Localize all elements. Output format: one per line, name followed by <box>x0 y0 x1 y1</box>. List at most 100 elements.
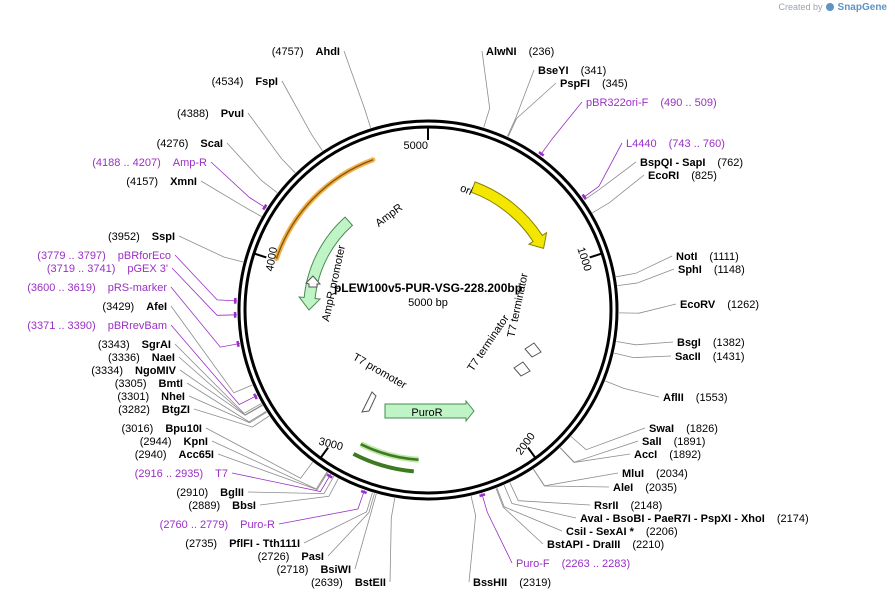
fspi-label[interactable]: FspI <box>255 76 278 88</box>
swai-position: (1826) <box>686 423 718 435</box>
ecori-label[interactable]: EcoRI <box>648 170 679 182</box>
site-leader-line <box>503 485 577 519</box>
mlui-label[interactable]: MluI <box>622 468 644 480</box>
site-leader-line <box>278 490 365 525</box>
naei-label[interactable]: NaeI <box>152 352 175 364</box>
acci-label[interactable]: AccI <box>634 449 657 461</box>
avai-bsobi-paer7i-pspxi-xhoi-label[interactable]: AvaI - BsoBI - PaeR7I - PspXI - XhoI <box>580 513 765 525</box>
prs-marker-label[interactable]: pRS-marker <box>108 282 168 294</box>
primer-binding-mark <box>262 203 268 211</box>
sphi-label[interactable]: SphI <box>678 264 702 276</box>
nhei-label[interactable]: NheI <box>161 391 185 403</box>
site-leader-line <box>170 286 241 348</box>
bsiwi-label[interactable]: BsiWI <box>320 564 351 576</box>
bmti-label[interactable]: BmtI <box>159 378 183 390</box>
afei-label[interactable]: AfeI <box>146 301 167 313</box>
bsgi-label[interactable]: BsgI <box>677 337 701 349</box>
ahdi-position: (4757) <box>272 46 304 58</box>
puro-r-label[interactable]: Puro-R <box>240 519 275 531</box>
sgrai-position: (3343) <box>98 339 130 351</box>
plasmid-name: pLEW100v5-PUR-VSG-228.200bp <box>334 281 522 295</box>
puror-outer-arc <box>352 452 414 474</box>
xmni-label[interactable]: XmnI <box>170 176 197 188</box>
pbrrevbam-position: (3371 .. 3390) <box>27 320 96 332</box>
site-leader-line <box>570 427 646 451</box>
bglii-position: (2910) <box>176 487 208 499</box>
plasmid-length: 5000 bp <box>408 297 448 309</box>
btgzi-label[interactable]: BtgZI <box>162 404 190 416</box>
bseyi-label[interactable]: BseYI <box>538 65 569 77</box>
primer-binding-mark <box>236 340 240 347</box>
site-left-bmti: BmtI(3305) <box>115 378 183 390</box>
site-leader-line <box>217 453 329 491</box>
ecorv-label[interactable]: EcoRV <box>680 299 716 311</box>
pbr322ori-f-label[interactable]: pBR322ori-F <box>586 97 649 109</box>
pgex-3-label[interactable]: pGEX 3' <box>127 263 168 275</box>
pasi-label[interactable]: PasI <box>301 551 324 563</box>
pbrrevbam-label[interactable]: pBRrevBam <box>108 320 167 332</box>
l4440-label[interactable]: L4440 <box>626 138 657 150</box>
ring-tick-label: 4000 <box>264 246 280 272</box>
csii-sexai-label[interactable]: CsiI - SexAI * <box>566 526 635 538</box>
bstapi-draiii-label[interactable]: BstAPI - DraIII <box>547 539 620 551</box>
swai-label[interactable]: SwaI <box>649 423 674 435</box>
site-leader-line <box>533 469 610 488</box>
ngomiv-label[interactable]: NgoMIV <box>135 365 177 377</box>
feature-label-puror: PuroR <box>411 407 442 419</box>
bpu10i-label[interactable]: Bpu10I <box>165 423 202 435</box>
site-left-bglii: BglII (2910) <box>176 487 244 499</box>
t7-label[interactable]: T7 <box>215 468 228 480</box>
site-right-mlui: MluI(2034) <box>622 468 688 480</box>
rsrii-label[interactable]: RsrII <box>594 500 618 512</box>
acc65i-label[interactable]: Acc65I <box>179 449 214 461</box>
scai-label[interactable]: ScaI <box>200 138 223 150</box>
feature-label-t7-terminator: T7 terminator <box>465 313 512 374</box>
site-leader-line <box>618 303 677 314</box>
site-leader-line <box>193 408 270 428</box>
aflii-label[interactable]: AflII <box>663 392 684 404</box>
bsteii-label[interactable]: BstEII <box>355 577 386 589</box>
site-right-avai-bsobi-paer7i-pspxi-xhoi: AvaI - BsoBI - PaeR7I - PspXI - XhoI(217… <box>580 513 809 525</box>
ngomiv-position: (3334) <box>91 365 123 377</box>
bsshii-label[interactable]: BssHII <box>473 577 507 589</box>
sgrai-label[interactable]: SgrAI <box>142 339 171 351</box>
plasmid-center: pLEW100v5-PUR-VSG-228.200bp 5000 bp <box>334 281 522 309</box>
site-left-bbsi: BbsI(2889) <box>188 500 256 512</box>
site-leader-line <box>171 267 238 316</box>
bsshii-position: (2319) <box>519 577 551 589</box>
site-left-kpni: KpnI(2944) <box>140 436 208 448</box>
snapgene-credit: Created by SnapGene <box>778 2 887 13</box>
bbsi-label[interactable]: BbsI <box>232 500 256 512</box>
ring-tick-mark <box>589 252 602 259</box>
bspqi-sapi-label[interactable]: BspQI - SapI <box>640 157 705 169</box>
pspfi-label[interactable]: PspFI <box>560 78 590 90</box>
pflfi-tth111i-label[interactable]: PflFI - Tth111I <box>229 538 300 550</box>
ahdi-label[interactable]: AhdI <box>316 46 340 58</box>
ecori-position: (825) <box>691 170 717 182</box>
site-left-sgrai: SgrAI (3343) <box>98 339 171 351</box>
sacii-label[interactable]: SacII <box>675 351 701 363</box>
alei-label[interactable]: AleI <box>613 482 633 494</box>
bseyi-position: (341) <box>581 65 607 77</box>
site-leader-line <box>468 496 477 583</box>
nhei-position: (3301) <box>117 391 149 403</box>
sali-label[interactable]: SalI <box>642 436 662 448</box>
site-left-puro-r: Puro-R(2760 .. 2779) <box>160 519 275 531</box>
site-leader-line <box>539 101 583 156</box>
sspi-label[interactable]: SspI <box>152 231 175 243</box>
bglii-label[interactable]: BglII <box>220 487 244 499</box>
origin-arc-line <box>275 159 374 259</box>
site-leader-line <box>170 324 258 405</box>
fspi-position: (4534) <box>212 76 244 88</box>
pbrforeco-label[interactable]: pBRforEco <box>118 250 171 262</box>
amp-r-label[interactable]: Amp-R <box>173 157 207 169</box>
site-leader-line <box>188 395 267 424</box>
site-left-pvui: PvuI(4388) <box>177 108 244 120</box>
noti-label[interactable]: NotI <box>676 251 697 263</box>
kpni-label[interactable]: KpnI <box>184 436 208 448</box>
puro-f-label[interactable]: Puro-F <box>516 558 550 570</box>
alwni-label[interactable]: AlwNI <box>486 46 517 58</box>
pvui-label[interactable]: PvuI <box>221 108 244 120</box>
site-right-swai: SwaI (1826) <box>649 423 718 435</box>
site-leader-line <box>210 161 267 209</box>
